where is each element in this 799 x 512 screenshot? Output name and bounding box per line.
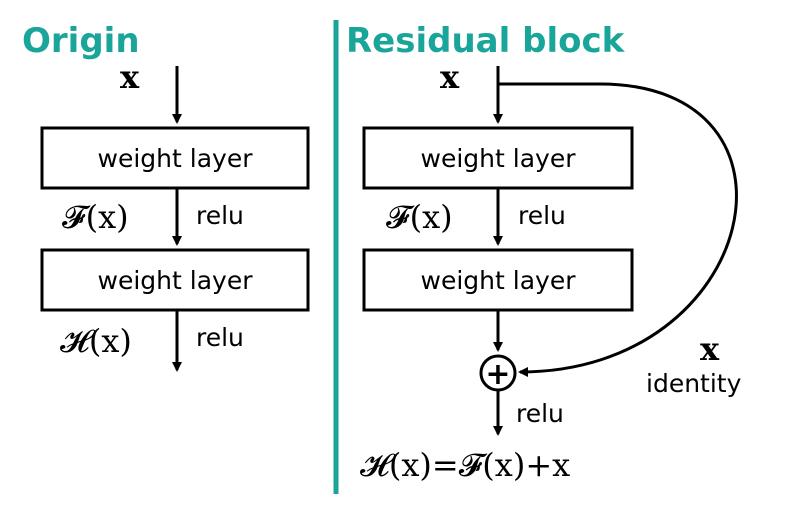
origin-out-relu: relu — [196, 323, 244, 352]
skip-x: x — [700, 330, 720, 368]
residual-out-relu: relu — [516, 399, 564, 428]
residual-mid-label: 𝓕(x) — [386, 198, 453, 236]
origin-mid-label: 𝓕(x) — [62, 198, 129, 236]
add-node-plus: + — [485, 357, 510, 392]
origin-out-label: 𝓗(x) — [60, 322, 132, 360]
residual-weight-layer-1 — [362, 126, 634, 190]
residual-title: Residual block — [346, 21, 626, 61]
identity-label: identity — [646, 369, 742, 398]
residual-mid-relu: relu — [518, 201, 566, 230]
origin-weight-layer-1 — [40, 126, 310, 190]
origin-weight-layer-1-label: weight layer — [98, 144, 254, 173]
residual-output-formula: 𝓗(x)=𝓕(x)+x — [360, 446, 570, 484]
residual-input-x: x — [440, 58, 460, 96]
origin-title: Origin — [22, 21, 140, 61]
residual-weight-layer-1-label: weight layer — [421, 144, 577, 173]
origin-input-x: x — [120, 58, 140, 96]
residual-weight-layer-2-label: weight layer — [421, 266, 577, 295]
origin-mid-relu: relu — [196, 201, 244, 230]
identity-skip-arrow — [498, 82, 738, 377]
origin-weight-layer-2 — [40, 248, 310, 312]
origin-weight-layer-2-label: weight layer — [98, 266, 254, 295]
